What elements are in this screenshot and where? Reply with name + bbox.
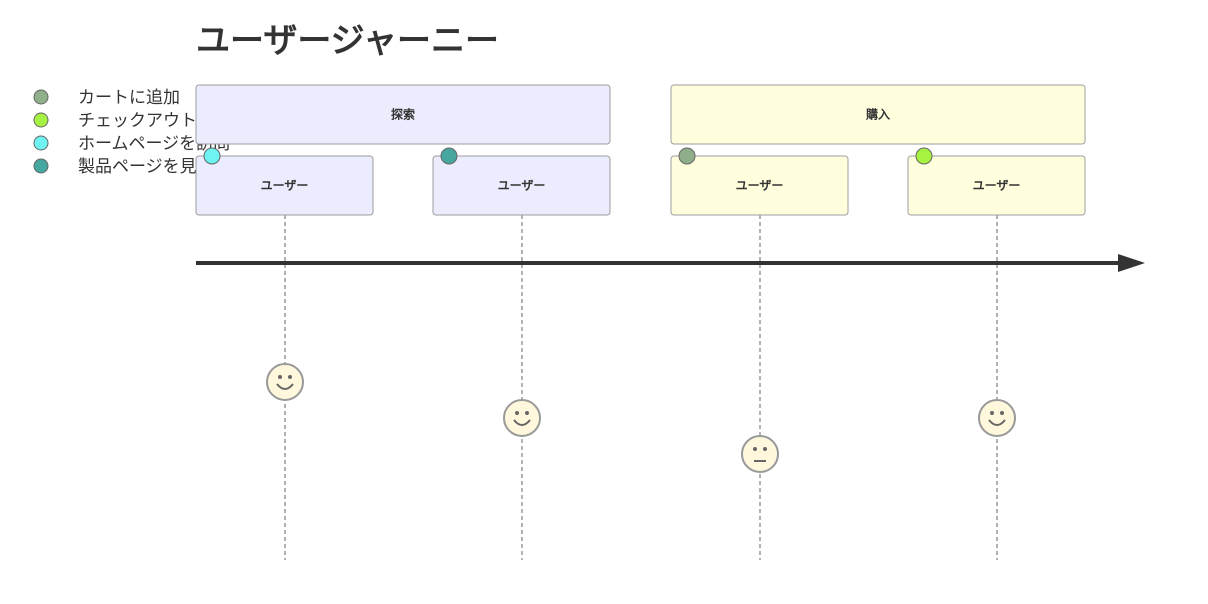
diagram-title: ユーザージャーニー bbox=[196, 21, 499, 61]
task-box bbox=[907, 155, 1086, 216]
happy-face-icon bbox=[978, 399, 1016, 437]
legend-label: チェックアウト bbox=[78, 111, 197, 131]
actor-marker bbox=[440, 147, 458, 165]
legend-marker bbox=[33, 135, 49, 151]
sections: 探索 購入 bbox=[195, 84, 1086, 145]
task-label: ユーザー bbox=[973, 179, 1021, 193]
legend-label: カートに追加 bbox=[78, 88, 180, 108]
task-box bbox=[432, 155, 611, 216]
legend-label: 製品ページを見る bbox=[78, 157, 214, 177]
task-label: ユーザー bbox=[498, 179, 546, 193]
tasks: ユーザー ユーザー ユーザー ユーザー bbox=[195, 147, 1086, 216]
happy-face-icon bbox=[266, 363, 304, 401]
actor-marker bbox=[915, 147, 933, 165]
section-label: 購入 bbox=[865, 107, 890, 122]
legend-marker bbox=[33, 112, 49, 128]
timeline-arrowhead bbox=[1118, 254, 1145, 272]
legend-marker bbox=[33, 158, 49, 174]
actor-marker bbox=[678, 147, 696, 165]
section-box bbox=[195, 84, 611, 145]
neutral-face-icon bbox=[741, 435, 779, 473]
task-label: ユーザー bbox=[736, 179, 784, 193]
section-label: 探索 bbox=[391, 107, 415, 122]
score-faces bbox=[266, 363, 1016, 473]
section-box bbox=[670, 84, 1086, 145]
task-label: ユーザー bbox=[261, 179, 309, 193]
task-box bbox=[195, 155, 374, 216]
happy-face-icon bbox=[503, 399, 541, 437]
legend-label: ホームページを訪問 bbox=[78, 134, 230, 154]
actor-marker bbox=[203, 147, 221, 165]
legend-marker bbox=[33, 89, 49, 105]
task-guide-lines bbox=[284, 215, 998, 560]
task-box bbox=[670, 155, 849, 216]
timeline-arrow bbox=[196, 254, 1145, 272]
